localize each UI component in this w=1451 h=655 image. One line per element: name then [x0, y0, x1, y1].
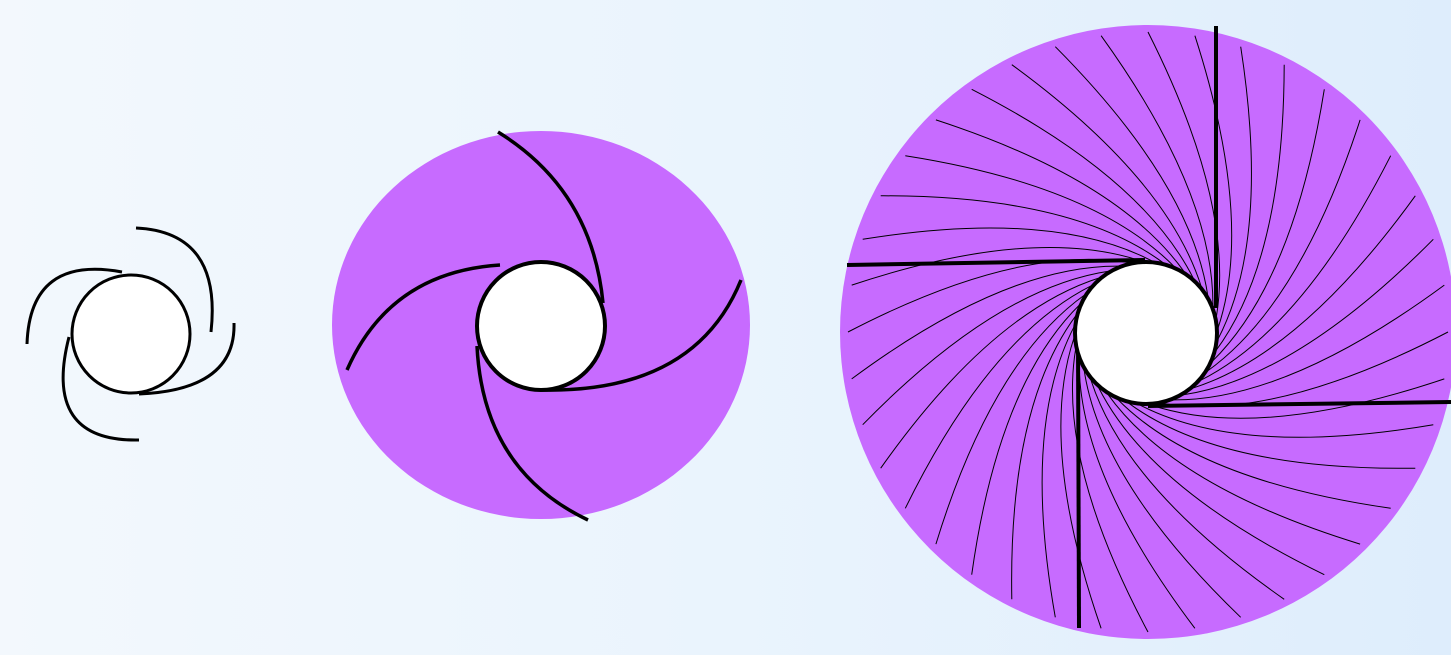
stage-1-hub: [72, 275, 190, 393]
stage-2-hub: [477, 262, 605, 390]
stage-3-heavy-arm-bottom: [1078, 340, 1079, 628]
stage-3-hub: [1075, 262, 1217, 404]
stage-1-small-spiral: [27, 228, 234, 440]
stage-3-dense-spiral: [840, 25, 1451, 639]
stage-2-filled-spiral: [332, 131, 750, 520]
